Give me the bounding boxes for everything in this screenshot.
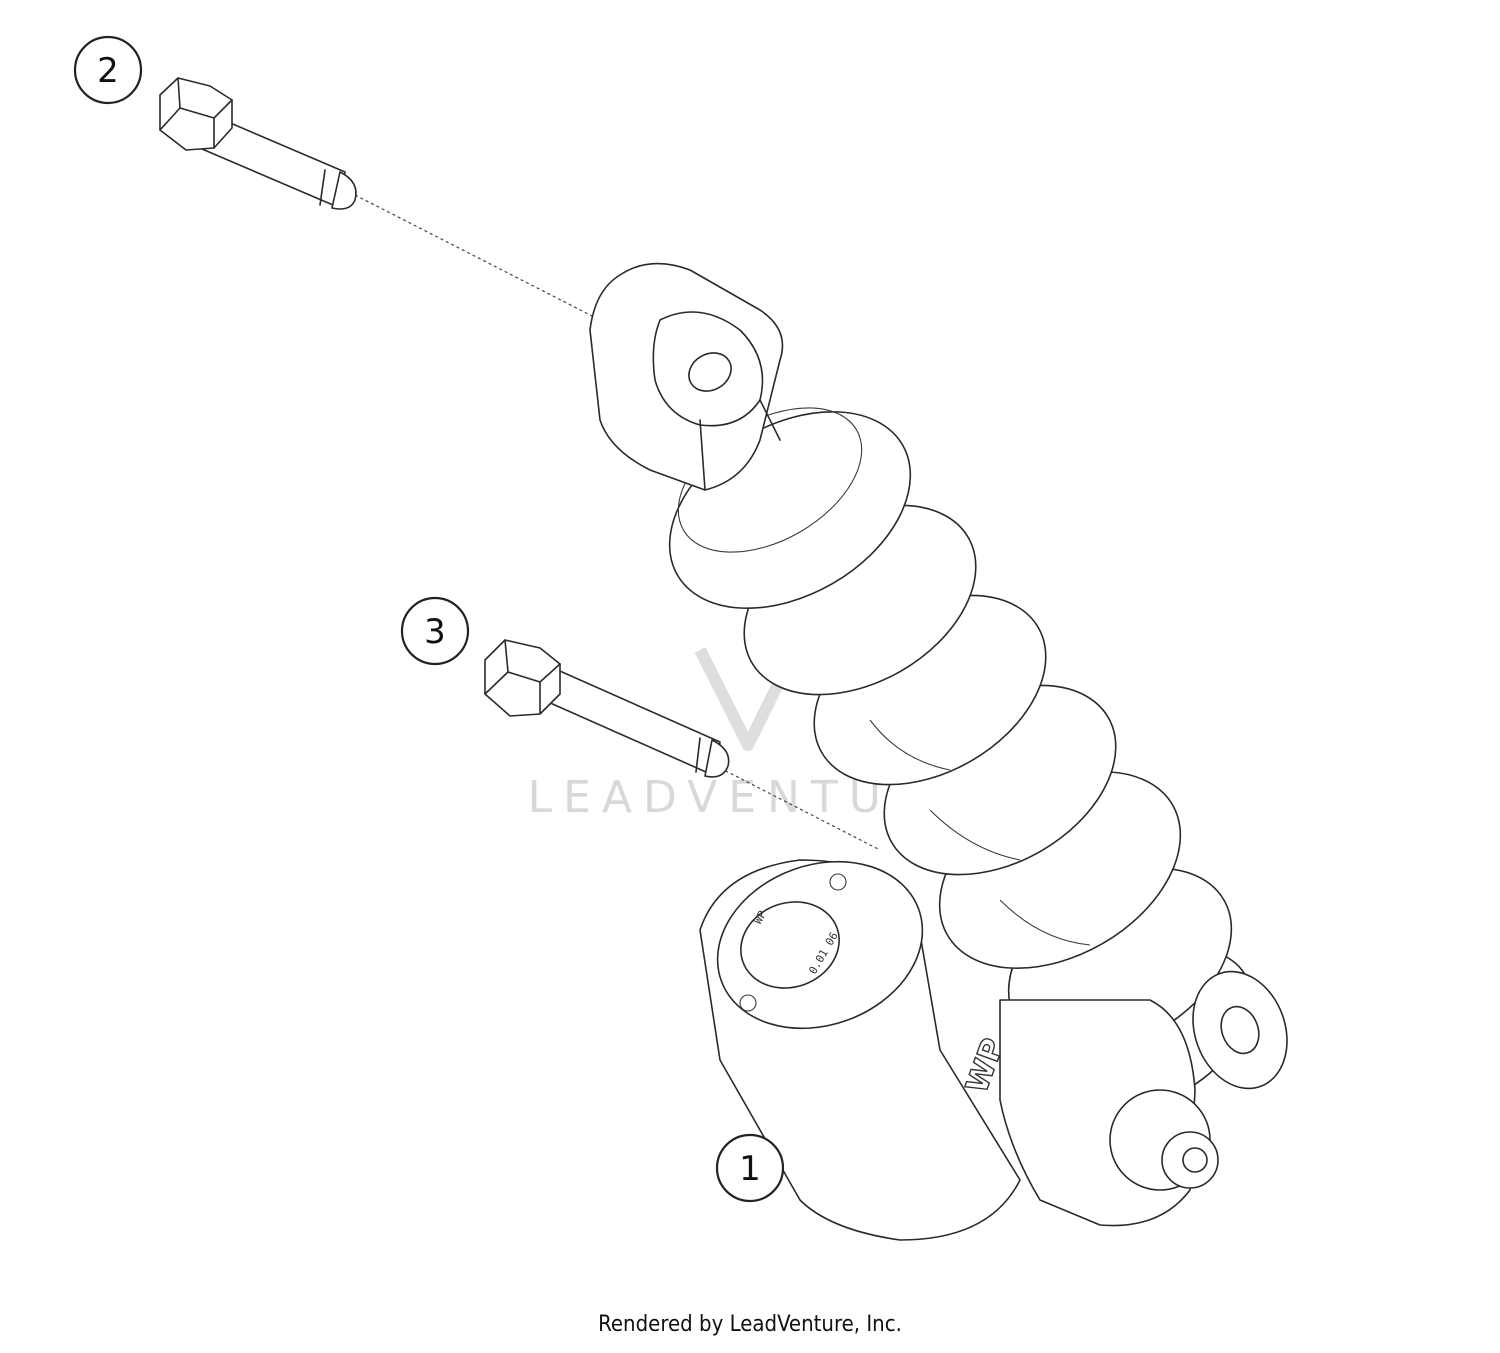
callout-2: 2: [73, 35, 143, 105]
upper-eye: [589, 262, 784, 491]
callout-3: 3: [400, 596, 470, 666]
callout-3-label: 3: [424, 612, 446, 652]
callout-2-label: 2: [97, 51, 119, 91]
callout-1-label: 1: [739, 1149, 761, 1189]
footer-credit: Rendered by LeadVenture, Inc.: [598, 1312, 902, 1337]
svg-text:WP: WP: [751, 908, 769, 926]
shock-absorber[interactable]: WP 0.01 06 WP: [589, 262, 1303, 1241]
bolt-2[interactable]: [159, 77, 601, 321]
callout-1: 1: [715, 1133, 785, 1203]
lower-mount: [999, 970, 1288, 1227]
bolt-3[interactable]: [484, 639, 881, 851]
